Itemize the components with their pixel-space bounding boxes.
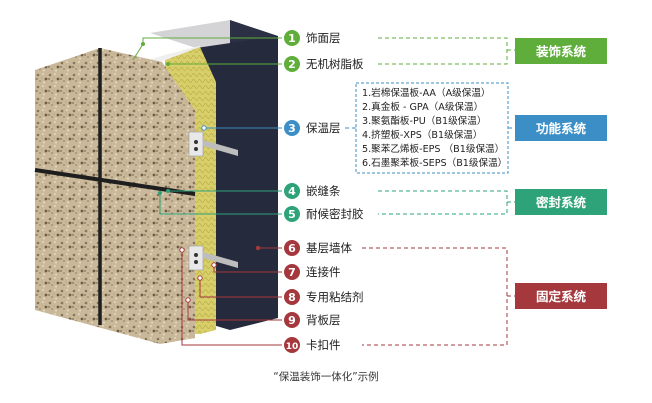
system-fixing-box: 固定系统 [515,283,607,309]
layer-9-text: 背板层 [306,313,341,327]
connector-lower [188,245,238,271]
layer-7-number: 7 [288,266,296,279]
insulation-item-5: 5.聚苯乙烯板-EPS （B1级保温） [362,143,504,155]
insulation-item-1: 1.岩棉保温板-AA（A级保温） [362,87,491,99]
layer-3-number: 3 [288,122,296,135]
layer-5-label: 5 耐候密封胶 [284,206,364,222]
layer-1-label: 1 饰面层 [284,30,341,46]
layer-1-number: 1 [288,32,296,45]
layer-10-text: 卡扣件 [306,338,341,352]
layer-6-number: 6 [288,242,296,255]
layer-9-number: 9 [288,314,296,327]
layer-10-badge [284,337,300,353]
insulation-item-6: 6.石墨聚苯板-SEPS（B1级保温） [362,157,507,169]
connector-upper [188,131,238,157]
layer-2-badge [284,56,300,72]
system-fixing-bg [515,283,607,309]
layer-8-number: 8 [288,291,296,304]
layer-9-badge [284,312,300,328]
layer-7-badge [284,264,300,280]
layer-4-text: 嵌缝条 [306,184,341,198]
layer-10-label: 10 卡扣件 [284,337,341,353]
system-function-bg [515,115,607,141]
layer-5-number: 5 [288,208,296,221]
layer-9-label: 9 背板层 [284,312,341,328]
layer-3-text: 保温层 [306,121,341,135]
insulation-list-box: 1.岩棉保温板-AA（A级保温） 2.真金板 - GPA（A级保温） 3.聚氨酯… [355,82,509,174]
layer-6-text: 基层墙体 [306,241,352,255]
system-seal-bg [515,189,607,215]
leader-lines [132,37,515,346]
layer-6-badge [284,240,300,256]
layer-6-label: 6 基层墙体 [284,240,352,256]
layer-1-badge [284,30,300,46]
layer-8-label: 8 专用粘结剂 [284,289,364,305]
system-seal-box: 密封系统 [515,189,607,215]
layer-3-badge [284,120,300,136]
layer-3-label: 3 保温层 [284,120,341,136]
insulation-item-3: 3.聚氨酯板-PU（B1级保温） [362,115,486,127]
system-decoration-label: 装饰系统 [535,44,587,59]
system-function-box: 功能系统 [515,115,607,141]
insulation-list-frame [355,82,509,174]
layer-2-number: 2 [288,58,296,71]
insulation-item-4: 4.挤塑板-XPS（B1级保温） [362,129,483,141]
figure-caption: “保温装饰一体化”示例 [273,370,378,383]
layer-10-number: 10 [286,342,299,352]
layer-8-text: 专用粘结剂 [306,290,364,304]
layer-7-text: 连接件 [306,265,341,279]
layer-7-label: 7 连接件 [284,264,341,280]
layer-1-text: 饰面层 [306,31,341,45]
layer-2-text: 无机树脂板 [306,57,364,71]
layer-2-label: 2 无机树脂板 [284,56,364,72]
system-boxes: 装饰系统 功能系统 密封系统 固定系统 [515,38,607,309]
layer-8-badge [284,289,300,305]
system-fixing-label: 固定系统 [536,289,587,304]
layer-5-badge [284,206,300,222]
layer-labels: 1 饰面层 2 无机树脂板 3 保温层 4 嵌缝条 5 耐候密封胶 6 基层墙体 [284,30,364,353]
system-function-label: 功能系统 [536,121,587,136]
layer-4-label: 4 嵌缝条 [284,183,341,199]
resin-board-edge [148,47,200,62]
layer-4-number: 4 [288,185,296,198]
system-decoration-bg [515,38,607,64]
system-decoration-box: 装饰系统 [515,38,607,64]
insulation-item-2: 2.真金板 - GPA（A级保温） [362,101,483,113]
system-seal-label: 密封系统 [535,195,587,210]
layer-4-badge [284,183,300,199]
stone-facade [35,48,195,344]
wall-illustration [34,20,278,344]
layer-5-text: 耐候密封胶 [306,207,364,221]
